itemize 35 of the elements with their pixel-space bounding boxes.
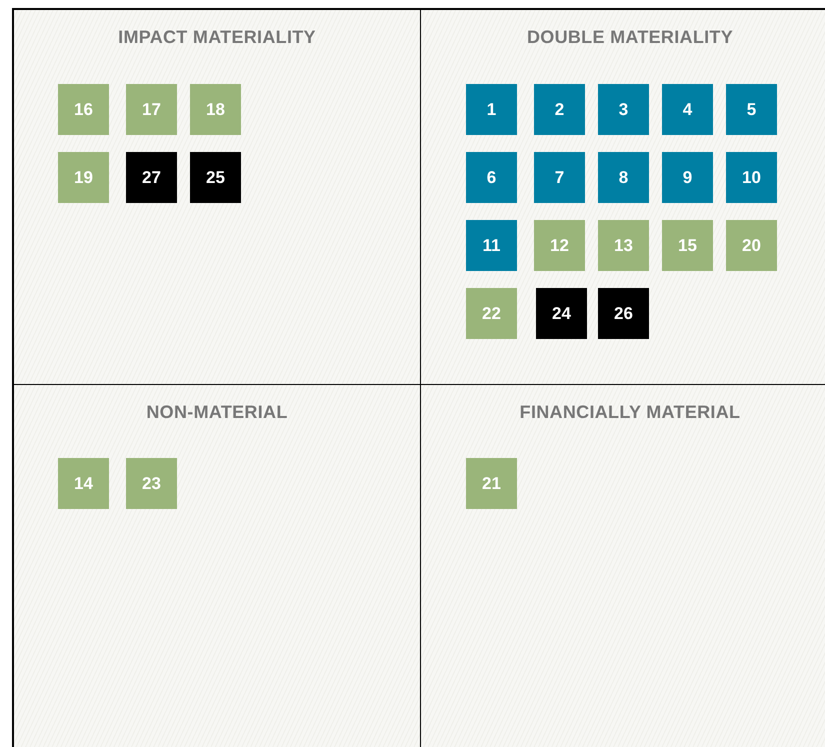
numbered-tile: 21: [466, 458, 517, 509]
numbered-tile: 15: [662, 220, 713, 271]
numbered-tile: 7: [534, 152, 585, 203]
numbered-tile: 11: [466, 220, 517, 271]
quadrant-panel: [13, 9, 421, 385]
numbered-tile: 14: [58, 458, 109, 509]
numbered-tile: 1: [466, 84, 517, 135]
numbered-tile: 12: [534, 220, 585, 271]
numbered-tile: 25: [190, 152, 241, 203]
quadrant-panel: [13, 384, 421, 747]
numbered-tile: 24: [536, 288, 587, 339]
numbered-tile: 23: [126, 458, 177, 509]
numbered-tile: 19: [58, 152, 109, 203]
numbered-tile: 6: [466, 152, 517, 203]
numbered-tile: 16: [58, 84, 109, 135]
numbered-tile: 8: [598, 152, 649, 203]
quadrant-title: IMPACT MATERIALITY: [117, 27, 317, 48]
numbered-tile: 10: [726, 152, 777, 203]
numbered-tile: 22: [466, 288, 517, 339]
numbered-tile: 9: [662, 152, 713, 203]
quadrant-panel: [420, 384, 825, 747]
numbered-tile: 3: [598, 84, 649, 135]
quadrant-title: NON-MATERIAL: [145, 402, 289, 423]
quadrant-title: FINANCIALLY MATERIAL: [518, 402, 742, 423]
numbered-tile: 27: [126, 152, 177, 203]
numbered-tile: 4: [662, 84, 713, 135]
numbered-tile: 13: [598, 220, 649, 271]
numbered-tile: 26: [598, 288, 649, 339]
numbered-tile: 20: [726, 220, 777, 271]
numbered-tile: 18: [190, 84, 241, 135]
numbered-tile: 17: [126, 84, 177, 135]
numbered-tile: 5: [726, 84, 777, 135]
quadrant-title: DOUBLE MATERIALITY: [526, 27, 734, 48]
quadrant-panel: [420, 9, 825, 385]
numbered-tile: 2: [534, 84, 585, 135]
